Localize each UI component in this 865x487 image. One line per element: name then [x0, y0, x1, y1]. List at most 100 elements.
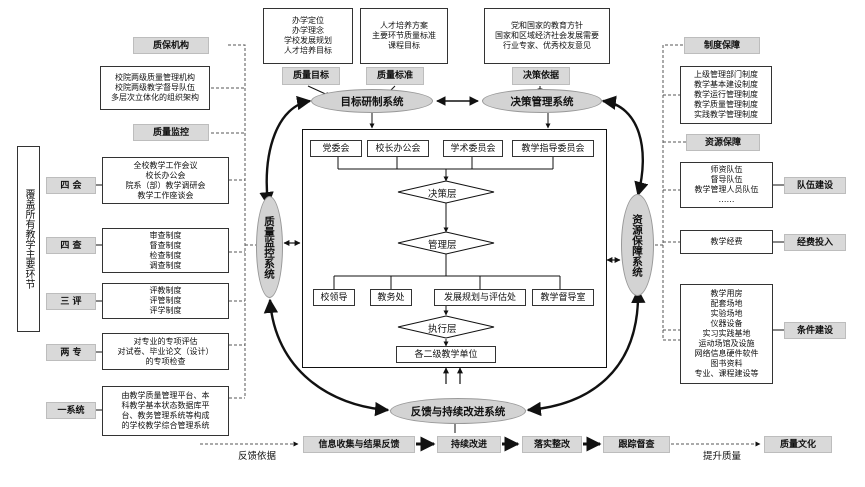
execution-layer-label: 执行层	[428, 324, 457, 335]
team-building-label: 队伍建设	[784, 177, 846, 194]
basis-line: 行业专家、优秀校友意见	[503, 41, 591, 50]
feedback-system-oval: 反馈与持续改进系统	[390, 398, 526, 424]
goal-line: 办学理念	[292, 26, 324, 35]
row-content-three-evals: 评教制度 评管制度 评学制度	[102, 283, 229, 319]
cond-line: 教学用房	[710, 289, 743, 298]
cond-line: 运动场馆及设施	[698, 339, 755, 348]
org-line: 多层次立体化的组织架构	[111, 93, 199, 102]
curve-resource-feedback	[526, 288, 646, 417]
flow-info-collection: 信息收集与结果反馈	[303, 436, 415, 453]
row-line: 检查制度	[149, 250, 182, 260]
unit-president-office: 校长办公会	[367, 140, 429, 157]
cond-line: 网络信息硬件软件	[694, 349, 759, 358]
governance-structure-box	[302, 129, 607, 368]
row-line: 评管制度	[149, 296, 182, 305]
feedback-basis-text: 反馈依据	[238, 451, 277, 462]
diamond-decision-layer	[397, 180, 495, 204]
system-guarantee-box: 上级管理部门制度 教学基本建设制度 教学运行管理制度 教学质量管理制度 实践教学…	[680, 66, 772, 124]
row-line: 审查制度	[149, 230, 182, 240]
unit-party-committee: 党委会	[310, 140, 362, 157]
standard-content-box: 人才培养方案 主要环节质量标准 课程目标	[360, 8, 448, 64]
org-line: 校院两级教学督导队伍	[115, 83, 195, 92]
system-line: 实践教学管理制度	[694, 110, 758, 119]
resource-system-oval: 资源保障系统	[621, 194, 654, 296]
unit-academic-committee: 学术委员会	[443, 140, 503, 157]
monitor-label: 质量监控	[133, 124, 209, 141]
unit-planning-evaluation: 发展规划与评估处	[434, 289, 526, 306]
standard-line: 课程目标	[388, 41, 420, 50]
team-line: 师资队伍	[710, 165, 743, 174]
row-line: 教学工作座谈会	[137, 190, 194, 200]
diamond-management-layer	[397, 231, 495, 255]
row-line: 全校教学工作会议	[133, 160, 198, 170]
fund-input-label: 经费投入	[784, 234, 846, 251]
system-line: 教学运行管理制度	[694, 90, 758, 99]
org-label: 质保机构	[133, 37, 209, 54]
row-content-one-system: 由教学质量管理平台、本 科教学基本状态数据库平 台、教务管理系统等构成 的学校教…	[102, 386, 229, 436]
flow-rectification: 落实整改	[522, 436, 582, 453]
row-line: 科教学基本状态数据库平	[121, 401, 210, 410]
basis-line: 党和国家的教育方针	[511, 21, 583, 30]
system-line: 教学质量管理制度	[694, 100, 758, 109]
target-system-oval: 目标研制系统	[311, 89, 433, 113]
goal-line: 学校发展规划	[284, 36, 332, 45]
row-line: 调查制度	[149, 260, 182, 270]
flow-quality-culture: 质量文化	[764, 436, 832, 453]
management-layer-label: 管理层	[428, 240, 457, 251]
cond-line: 实验场地	[710, 309, 743, 318]
unit-supervision-office: 教学督导室	[532, 289, 594, 306]
unit-academic-affairs: 教务处	[370, 289, 412, 306]
row-line: 院系（部）教学调研会	[125, 180, 206, 190]
goal-line: 办学定位	[292, 16, 324, 25]
resource-guarantee-label: 资源保障	[686, 134, 760, 151]
coverage-vertical-box: 覆盖所有教学主要环节	[17, 146, 40, 332]
unit-secondary-teaching: 各二级教学单位	[396, 346, 496, 363]
row-line: 评学制度	[149, 306, 182, 315]
row-line: 督查制度	[149, 240, 182, 250]
row-line: 的专项检查	[145, 356, 186, 366]
row-line: 评教制度	[149, 286, 182, 295]
row-line: 由教学质量管理平台、本	[121, 391, 210, 400]
fund-line: 教学经费	[710, 237, 743, 246]
condition-box: 教学用房 配套场地 实验场地 仪器设备 实习实践基地 运动场馆及设施 网络信息硬…	[680, 284, 773, 384]
standard-line: 主要环节质量标准	[372, 31, 436, 40]
decision-system-oval: 决策管理系统	[482, 89, 602, 113]
row-content-four-checks: 审查制度 督查制度 检查制度 调查制度	[102, 228, 229, 273]
unit-teaching-committee: 教学指导委员会	[512, 140, 594, 157]
diamond-execution-layer	[397, 315, 495, 339]
org-content-box: 校院两级质量管理机构 校院两级教学督导队伍 多层次立体化的组织架构	[100, 66, 210, 110]
cond-line: 仪器设备	[710, 319, 743, 328]
team-line: ……	[718, 195, 735, 204]
unit-school-leaders: 校领导	[313, 289, 355, 306]
row-line: 的学校教学综合管理系统	[121, 421, 210, 430]
row-content-four-meetings: 全校教学工作会议 校长办公会 院系（部）教学调研会 教学工作座谈会	[102, 157, 229, 204]
cond-line: 图书资料	[710, 359, 743, 368]
system-guarantee-label: 制度保障	[684, 37, 760, 54]
cond-line: 实习实践基地	[702, 329, 751, 338]
row-label-one-system: 一系统	[46, 402, 96, 419]
flow-continuous-improvement: 持续改进	[437, 436, 501, 453]
coverage-vertical-text: 覆盖所有教学主要环节	[23, 189, 34, 289]
decision-basis-label: 决策依据	[512, 67, 570, 85]
improve-quality-text: 提升质量	[703, 451, 742, 462]
goal-line: 人才培养目标	[284, 46, 332, 55]
row-line: 台、教务管理系统等构成	[121, 411, 210, 420]
team-box: 师资队伍 督导队伍 教学管理人员队伍 ……	[680, 162, 773, 208]
resource-system-text: 资源保障系统	[631, 213, 643, 277]
decision-layer-label: 决策层	[428, 189, 457, 200]
system-line: 教学基本建设制度	[694, 80, 758, 89]
quality-goal-label: 质量目标	[282, 67, 340, 85]
fund-box: 教学经费	[680, 230, 773, 254]
row-line: 对试卷、毕业论文（设计）	[117, 346, 214, 356]
row-line: 校长办公会	[145, 170, 186, 180]
decision-basis-box: 党和国家的教育方针 国家和区域经济社会发展需要 行业专家、优秀校友意见	[484, 8, 610, 64]
row-content-two-special: 对专业的专项评估 对试卷、毕业论文（设计） 的专项检查	[102, 333, 229, 370]
cond-line: 配套场地	[710, 299, 743, 308]
row-label-three-evals: 三 评	[46, 293, 96, 310]
basis-line: 国家和区域经济社会发展需要	[495, 31, 599, 40]
curve-decision-resource	[601, 95, 649, 197]
team-line: 教学管理人员队伍	[694, 185, 759, 194]
system-line: 上级管理部门制度	[694, 70, 758, 79]
curve-monitor-feedback	[263, 298, 390, 417]
